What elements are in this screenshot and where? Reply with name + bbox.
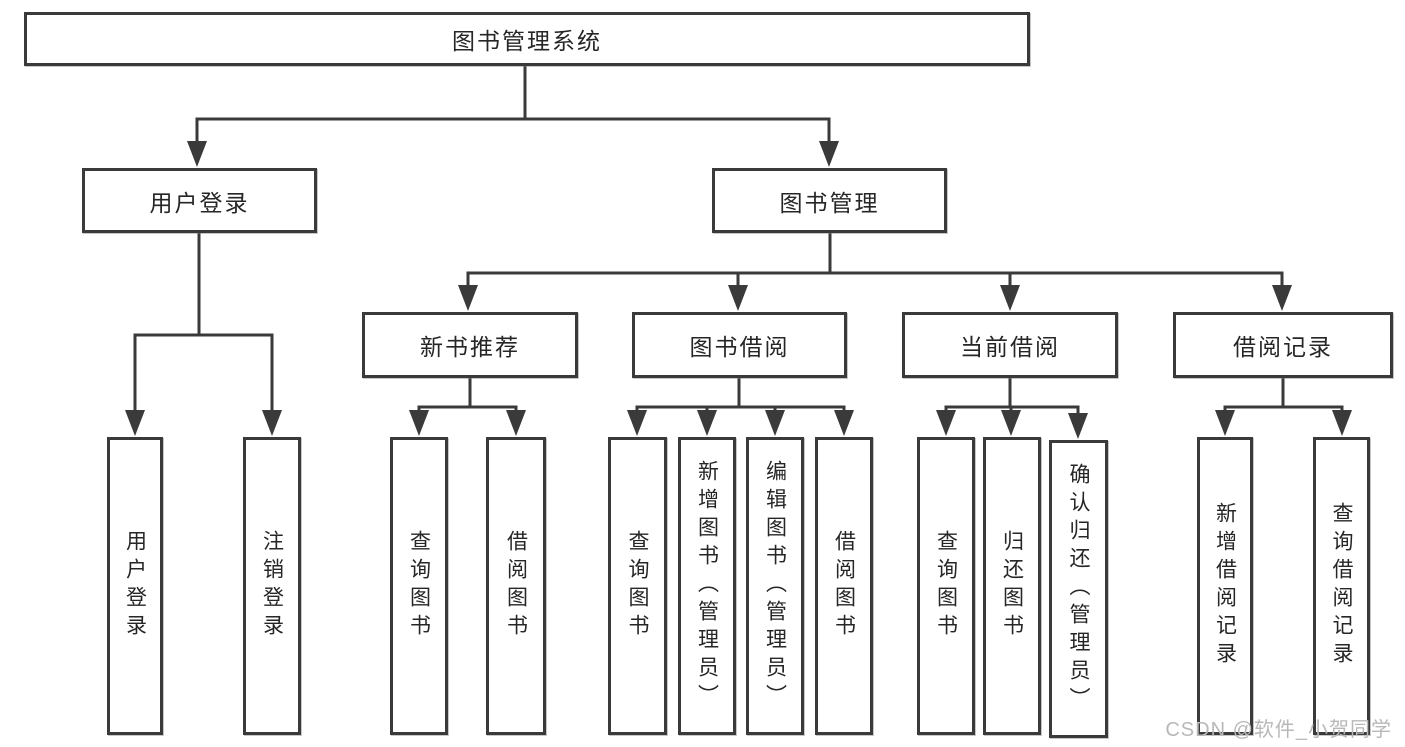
arrowhead	[187, 141, 207, 167]
arrowhead	[1001, 410, 1021, 436]
leaf-query-borrow-record: 查询借阅记录	[1313, 437, 1370, 735]
arrowhead	[819, 141, 839, 167]
arrowhead	[1068, 413, 1088, 439]
leaf-return-book: 归还图书	[983, 437, 1041, 735]
node-current-borrow: 当前借阅	[902, 312, 1118, 378]
arrowhead	[728, 285, 748, 311]
leaf-confirm-return-admin: 确认归还（管理员）	[1049, 440, 1108, 738]
leaf-add-borrow-record: 新增借阅记录	[1197, 437, 1253, 735]
leaf-user-login: 用户登录	[107, 437, 163, 735]
watermark: CSDN @软件_小贺同学	[1165, 719, 1392, 741]
arrowhead	[834, 410, 854, 436]
arrowhead	[627, 410, 647, 436]
leaf-edit-book-admin: 编辑图书（管理员）	[746, 437, 804, 735]
arrowhead	[936, 410, 956, 436]
leaf-query-books-borrow: 查询图书	[608, 437, 667, 735]
leaf-query-books-current: 查询图书	[917, 437, 975, 735]
arrowhead-group	[125, 141, 1352, 439]
leaf-borrow-books: 借阅图书	[815, 437, 873, 735]
arrowhead	[1000, 285, 1020, 311]
arrowhead	[458, 285, 478, 311]
arrowhead	[1215, 410, 1235, 436]
diagram-title: 图书管理系统	[452, 28, 602, 54]
arrowhead	[506, 410, 526, 436]
arrowhead	[765, 410, 785, 436]
node-borrow-records: 借阅记录	[1173, 312, 1393, 378]
node-book-borrow: 图书借阅	[632, 312, 847, 378]
node-library-management-system: 图书管理系统	[24, 12, 1030, 66]
leaf-logout: 注销登录	[243, 437, 301, 735]
arrowhead	[409, 410, 429, 436]
arrowhead	[697, 410, 717, 436]
node-user-login: 用户登录	[82, 168, 317, 233]
arrowhead	[1332, 410, 1352, 436]
arrowhead	[262, 410, 282, 436]
leaf-query-books-recommend: 查询图书	[390, 437, 448, 735]
leaf-borrow-books-recommend: 借阅图书	[486, 437, 546, 735]
arrowhead	[1272, 285, 1292, 311]
node-book-management: 图书管理	[712, 168, 947, 233]
leaf-add-book-admin: 新增图书（管理员）	[678, 437, 736, 735]
node-new-book-recommend: 新书推荐	[362, 312, 578, 378]
arrowhead	[125, 410, 145, 436]
